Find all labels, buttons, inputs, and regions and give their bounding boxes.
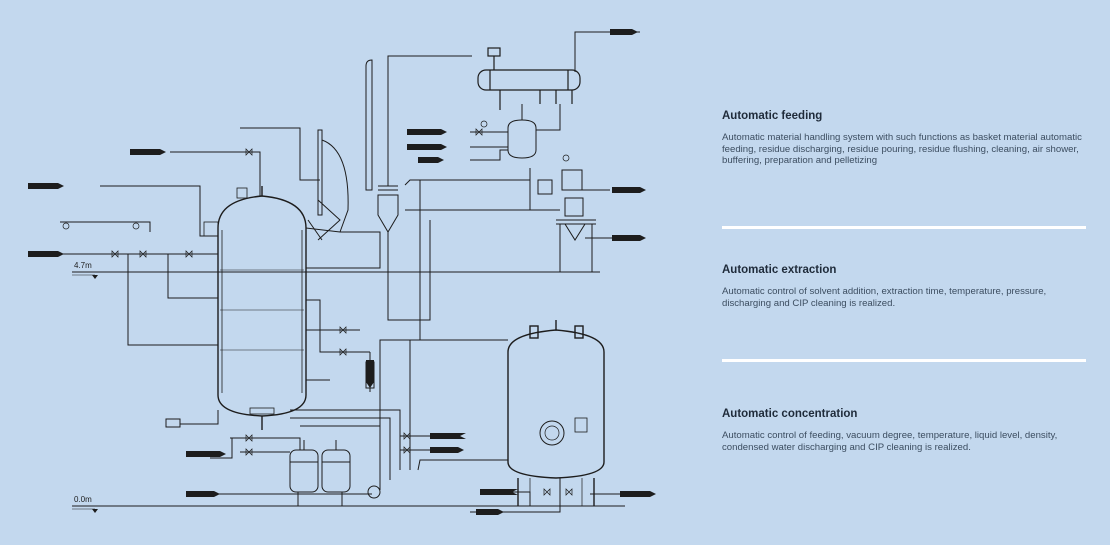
pipe-tag	[130, 149, 166, 155]
storage-tank	[507, 320, 605, 506]
pipe-tag	[366, 360, 374, 388]
feature-extraction: Automatic extraction Automatic control o…	[722, 264, 1090, 309]
divider	[722, 226, 1086, 229]
feature-title: Automatic extraction	[722, 264, 837, 276]
pipe-tag	[28, 251, 64, 257]
bag-filters	[289, 440, 381, 506]
small-concentrator	[404, 168, 612, 272]
feature-description: Automatic control of feeding, vacuum deg…	[722, 430, 1058, 453]
extraction-tank	[203, 186, 307, 430]
pipe-tag	[612, 187, 646, 193]
pipe-tag	[407, 129, 447, 135]
feature-feeding: Automatic feeding Automatic material han…	[722, 110, 1090, 167]
pipe-tag	[186, 451, 226, 457]
feeding-chute	[305, 129, 381, 269]
pipe-tag	[430, 447, 464, 453]
condenser	[477, 47, 581, 110]
pipe-tag	[480, 489, 518, 495]
divider	[722, 359, 1086, 362]
pipe-tag	[612, 235, 646, 241]
feature-description: Automatic material handling system with …	[722, 132, 1082, 166]
pipe-tag	[430, 433, 466, 439]
pipe-tag	[418, 157, 444, 163]
level-label-upper: 4.7m	[74, 261, 92, 270]
feature-concentration: Automatic concentration Automatic contro…	[722, 408, 1090, 453]
level-label-ground: 0.0m	[74, 495, 92, 504]
pipe-tag	[28, 183, 64, 189]
pipe-tag	[186, 491, 220, 497]
pipe-tag	[620, 491, 656, 497]
feature-description: Automatic control of solvent addition, e…	[722, 286, 1047, 309]
feature-title: Automatic concentration	[722, 408, 858, 420]
pipe-tags	[28, 29, 656, 515]
pipe-tag	[610, 29, 638, 35]
pipe-tag	[407, 144, 447, 150]
cyclone-separator	[365, 59, 399, 245]
pipe-tag	[476, 509, 504, 515]
receiver-tank	[470, 104, 561, 161]
process-flow-diagram: 4.7m 0.0m	[28, 29, 656, 515]
feature-title: Automatic feeding	[722, 110, 823, 122]
